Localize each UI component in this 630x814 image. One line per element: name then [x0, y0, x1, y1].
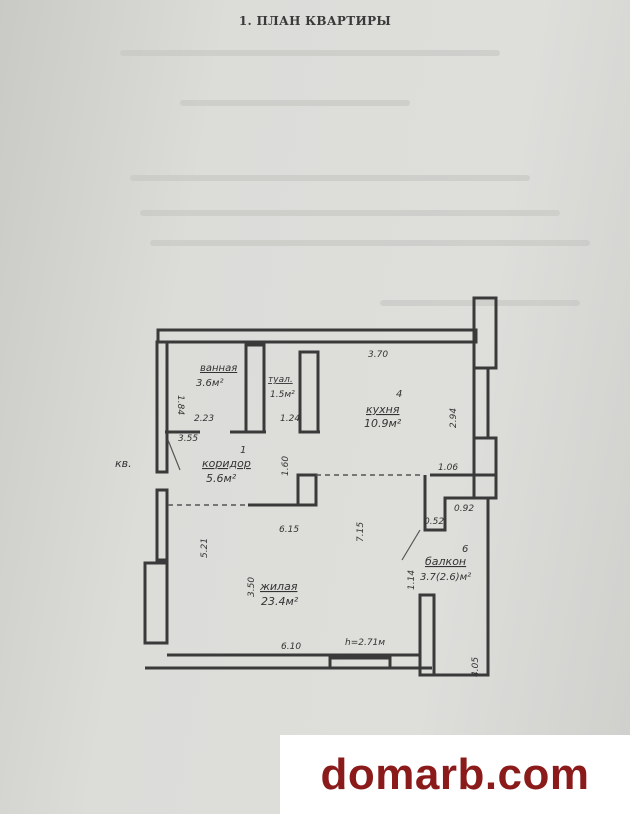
svg-text:кухня: кухня [366, 403, 400, 416]
room-corridor: 1 коридор 5.6м² [202, 445, 251, 485]
svg-text:10.9м²: 10.9м² [364, 417, 402, 430]
svg-text:7.15: 7.15 [356, 522, 366, 542]
faded-text-line [380, 300, 580, 306]
svg-text:3.55: 3.55 [178, 434, 198, 444]
svg-text:6.15: 6.15 [279, 525, 299, 535]
svg-text:0.92: 0.92 [454, 504, 474, 514]
svg-text:2.94: 2.94 [449, 408, 459, 428]
dimension-labels: 3.70 1.84 2.23 1.24 3.55 2.94 1.60 1.06 … [175, 350, 481, 677]
svg-text:4: 4 [396, 389, 402, 400]
svg-text:коридор: коридор [202, 457, 251, 470]
svg-text:туал.: туал. [268, 375, 293, 385]
svg-text:1.14: 1.14 [407, 570, 417, 590]
svg-text:1: 1 [240, 445, 246, 456]
svg-text:жилая: жилая [259, 580, 298, 593]
faded-text-line [120, 50, 500, 56]
svg-text:2.23: 2.23 [194, 414, 214, 424]
svg-text:5.21: 5.21 [200, 538, 210, 558]
svg-text:ванная: ванная [200, 363, 237, 374]
room-bathroom: ванная 3.6м² [196, 363, 237, 389]
faded-text-line [130, 175, 530, 181]
svg-text:5.6м²: 5.6м² [206, 472, 237, 485]
room-balcony: 6 балкон 3.7(2.6)м² [420, 544, 471, 583]
walls [143, 296, 498, 677]
svg-text:3.70: 3.70 [368, 350, 388, 360]
faded-text-line [140, 210, 560, 216]
svg-text:6.10: 6.10 [281, 642, 301, 652]
room-kitchen: 4 кухня 10.9м² [364, 389, 402, 430]
svg-text:3.7(2.6)м²: 3.7(2.6)м² [420, 572, 471, 583]
room-toilet: туал. 1.5м² [268, 375, 295, 400]
svg-text:1.84: 1.84 [175, 395, 185, 415]
svg-text:0.52: 0.52 [424, 517, 444, 527]
svg-text:1.24: 1.24 [280, 414, 300, 424]
svg-text:23.4м²: 23.4м² [261, 595, 299, 608]
svg-text:1.60: 1.60 [281, 456, 291, 476]
svg-text:3.50: 3.50 [247, 577, 257, 597]
svg-text:балкон: балкон [425, 555, 466, 568]
page-title: 1. ПЛАН КВАРТИРЫ [238, 14, 392, 28]
svg-text:1.06: 1.06 [438, 463, 458, 473]
room-living: жилая 23.4м² [259, 580, 299, 608]
ceiling-height: h=2.71м [345, 638, 385, 648]
svg-text:1.5м²: 1.5м² [270, 390, 295, 400]
apartment-label: кв. [115, 457, 132, 470]
watermark-text: domarb.com [320, 749, 590, 799]
faded-text-line [150, 240, 590, 246]
svg-text:3.6м²: 3.6м² [196, 378, 223, 389]
svg-text:6: 6 [462, 544, 468, 555]
watermark: domarb.com [280, 735, 630, 814]
svg-text:4.05: 4.05 [471, 657, 481, 677]
faded-text-line [180, 100, 410, 106]
